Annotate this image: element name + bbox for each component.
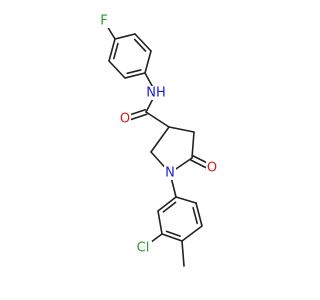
bond-a2-a3	[134, 33, 152, 52]
bond-C3-C2	[150, 126, 170, 153]
atom-bg-o2	[206, 161, 218, 175]
atom-label-cl: Cl	[137, 241, 150, 256]
bond-b5-b6-inner	[192, 206, 198, 225]
bond-b1-b2	[157, 196, 177, 212]
atom-bg-f	[98, 14, 110, 28]
bond-b5-b6	[195, 202, 203, 227]
bond-a4-a5-inner	[126, 69, 142, 75]
bond-a6-a1	[108, 38, 116, 62]
bond-a3-a4	[144, 50, 152, 74]
bond-b4-CH3	[181, 240, 185, 267]
atom-bg-o1	[119, 112, 131, 126]
atom-bg-cl	[134, 241, 152, 255]
bond-C5-C4	[191, 131, 195, 159]
bond-b6-b1	[175, 196, 197, 204]
atom-label-n: N	[165, 166, 175, 181]
bond-a1-a2	[114, 33, 136, 40]
atom-label-f: F	[100, 14, 107, 29]
atom-bg-n	[164, 166, 176, 180]
bond-C9-C3	[145, 111, 170, 128]
bond-b3-b4	[161, 233, 183, 242]
bond-a6-a1-inner	[113, 42, 119, 60]
bond-b3-b4-inner	[165, 230, 181, 237]
atom-bg-nh	[144, 86, 168, 100]
bond-b2-b3	[157, 210, 163, 235]
atom-label-nh: NH	[146, 86, 166, 101]
atom-label-o2: O	[207, 161, 217, 176]
bond-b4-b5	[181, 225, 203, 242]
bond-b1-b2-inner	[162, 201, 177, 213]
molecule-diagram: F NH O N O Cl	[98, 13, 218, 267]
bond-a5-a6	[108, 60, 126, 79]
atom-label-o1: O	[120, 112, 130, 127]
bond-C4-C3	[168, 126, 195, 133]
bond-a4-a5	[124, 72, 146, 79]
structure-svg: F NH O N O Cl	[98, 13, 218, 267]
bond-a2-a3-inner	[133, 38, 147, 52]
